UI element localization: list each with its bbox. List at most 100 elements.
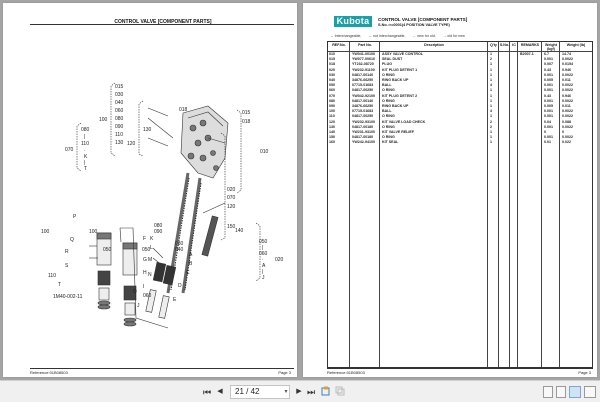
cell-desc: RING BACK UP: [382, 104, 409, 108]
label-sep2: |: [84, 160, 86, 166]
header-sno: S.No.: [499, 43, 510, 47]
cell-ref: 070: [329, 93, 335, 98]
next-page-icon[interactable]: ▶: [296, 388, 302, 395]
continuous-view-icon[interactable]: [556, 386, 566, 398]
cell-lb: 0.0022: [562, 109, 573, 114]
cell-kgf: 0.001: [544, 124, 553, 129]
cell-desc: O RING: [382, 88, 395, 93]
cell-qty: 1: [490, 98, 492, 103]
cell-part: YW242-94100: [352, 140, 375, 145]
cell-kgf: 0.001: [544, 109, 553, 114]
fit-page-icon[interactable]: [320, 386, 332, 398]
cell-ref: 130: [329, 124, 335, 129]
label-040c: 040: [175, 247, 184, 253]
label-030c: 030: [175, 241, 184, 247]
header-description: Description: [424, 43, 444, 47]
cell-part: 07715-01683: [352, 83, 374, 88]
cell-ref: 160: [329, 140, 335, 145]
label-130b: 130: [143, 127, 152, 133]
last-page-icon[interactable]: ⏭: [306, 387, 316, 397]
document-viewport[interactable]: CONTROL VALVE [COMPONENT PARTS]: [0, 0, 600, 380]
cell-lb: 14.74: [562, 52, 571, 56]
cell-ref: 040: [329, 78, 335, 82]
two-page-continuous-view-icon[interactable]: [584, 386, 596, 398]
cell-part: YW232-93100: [352, 119, 375, 124]
single-page-view-icon[interactable]: [543, 386, 553, 398]
cell-desc: PLUG: [382, 62, 392, 67]
page-number-input[interactable]: 21 / 42: [230, 385, 290, 399]
page-title: CONTROL VALVE [COMPONENT PARTS]: [114, 19, 212, 25]
cell-qty: 1: [490, 140, 492, 145]
cell-desc: RING BACK UP: [382, 78, 409, 82]
fit-width-icon[interactable]: [334, 386, 346, 398]
cell-desc: KIT SEAL: [382, 140, 399, 145]
cell-desc: O RING: [382, 72, 395, 77]
cell-qty: 1: [490, 52, 492, 56]
label-A: A: [189, 252, 193, 258]
header-qty: Q'ty: [490, 43, 497, 47]
diagram-id: 1M40-002-11: [53, 294, 83, 300]
label-120: 120: [227, 204, 236, 210]
label-E: E: [173, 297, 177, 303]
cell-ref: 080: [329, 98, 335, 103]
cell-lb: 0.0022: [562, 114, 573, 119]
navigation-toolbar: ⏮ ◀ 21 / 42 ▾ ▶ ⏭: [0, 380, 600, 402]
label-Q: Q: [70, 237, 74, 243]
cell-qty: 1: [490, 62, 492, 67]
first-page-icon[interactable]: ⏮: [202, 387, 212, 397]
chevron-down-icon[interactable]: ▾: [284, 389, 288, 395]
cell-qty: 1: [490, 78, 492, 82]
prev-page-icon[interactable]: ◀: [217, 388, 223, 395]
cell-qty: 1: [490, 88, 492, 93]
cell-desc: KIT VALVE LOAD CHECK: [382, 119, 426, 124]
cell-qty: 1: [490, 135, 492, 140]
label-080c: 080: [154, 223, 163, 229]
cell-lb: 0.946: [562, 93, 571, 98]
cell-lb: 0.0022: [562, 98, 573, 103]
header-part-no: Part No.: [358, 43, 372, 47]
label-140: 140: [235, 228, 244, 234]
cell-part: YW232-91100: [352, 67, 375, 72]
label-F: F: [143, 236, 147, 242]
cell-ref: 150: [329, 135, 335, 140]
cell-qty: 4: [490, 83, 492, 88]
label-dot2: ·: [262, 257, 264, 263]
cell-ref: 030: [329, 72, 335, 77]
cell-desc: KIT VALVE RELIEF: [382, 130, 415, 134]
cell-qty: 1: [490, 114, 492, 119]
header-ref-no: REF.No.: [332, 43, 346, 47]
label-top-018: 018: [242, 119, 251, 125]
legend-interchangeable: ↔ Interchangeable,: [330, 34, 362, 38]
cell-ref: 020: [329, 67, 335, 72]
label-130: 130: [115, 140, 124, 146]
label-070: 070: [227, 195, 236, 201]
label-J: J: [137, 303, 140, 309]
two-page-view-icon[interactable]: [569, 386, 581, 398]
cell-ref: 050: [329, 83, 335, 88]
cell-remarks: B2007-1: [520, 52, 534, 56]
header-weight-lb: Weight (lb): [566, 43, 586, 47]
footer-reference: Reference:01B08503: [30, 370, 68, 375]
cell-part: 34876-66250: [352, 78, 374, 82]
cell-ref: 060: [329, 88, 335, 93]
legend-not-interchangeable: ↔ not interchangeable,: [368, 34, 406, 38]
cell-ref: 140: [329, 130, 335, 134]
legend-old-for-new: → old for new: [442, 34, 465, 38]
label-I: I: [143, 284, 145, 290]
col-divider: [542, 42, 560, 367]
label-T2: T: [58, 282, 62, 288]
cell-desc: KIT PLUG DETENT 1: [382, 67, 418, 72]
footer-rule: [327, 368, 593, 369]
label-O: O: [133, 289, 137, 295]
cell-qty: 1: [490, 104, 492, 108]
cell-kgf: 0.001: [544, 135, 553, 140]
label-S: S: [65, 263, 69, 269]
footer-reference: Reference:01B08503: [327, 370, 365, 375]
